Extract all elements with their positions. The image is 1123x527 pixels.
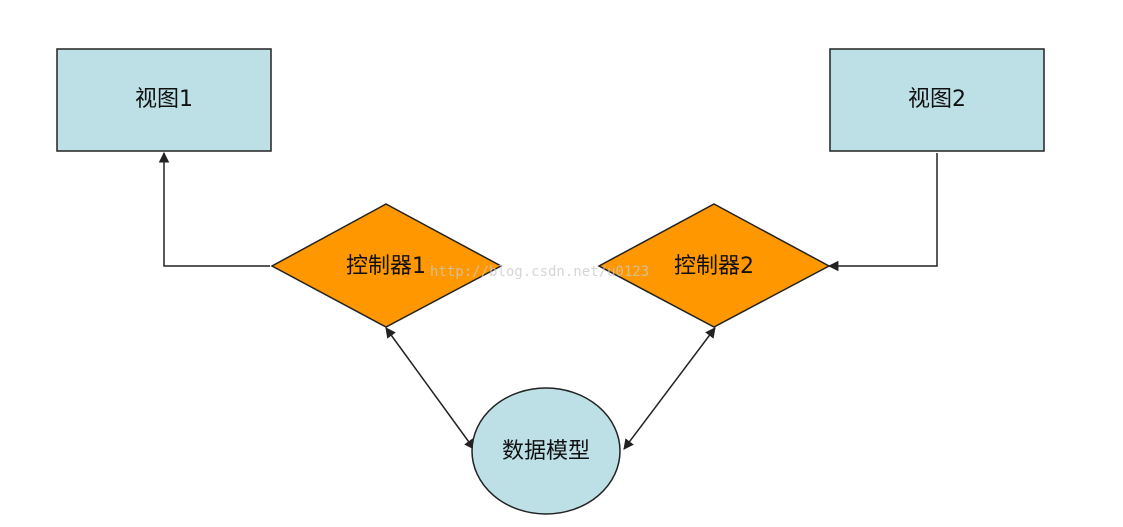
edge-controller2-data-model [623, 327, 716, 450]
data-model-node: 数据模型 [471, 387, 621, 515]
controller2-label: 控制器2 [674, 254, 754, 279]
controller1-label: 控制器1 [346, 254, 426, 279]
view1-node: 视图1 [56, 48, 272, 152]
watermark: http://blog.csdn.net/u0123 [430, 264, 649, 280]
data-model-label: 数据模型 [502, 439, 590, 464]
edge-controller2-to-view2 [827, 153, 938, 272]
edge-controller1-data-model [385, 327, 475, 450]
edge-controller1-to-view1 [158, 151, 270, 267]
controller1-node: 控制器1 [270, 203, 503, 328]
controller2-node: 控制器2 [597, 203, 831, 328]
view2-label: 视图2 [908, 87, 966, 112]
view1-label: 视图1 [135, 87, 193, 112]
view2-node: 视图2 [829, 48, 1045, 152]
